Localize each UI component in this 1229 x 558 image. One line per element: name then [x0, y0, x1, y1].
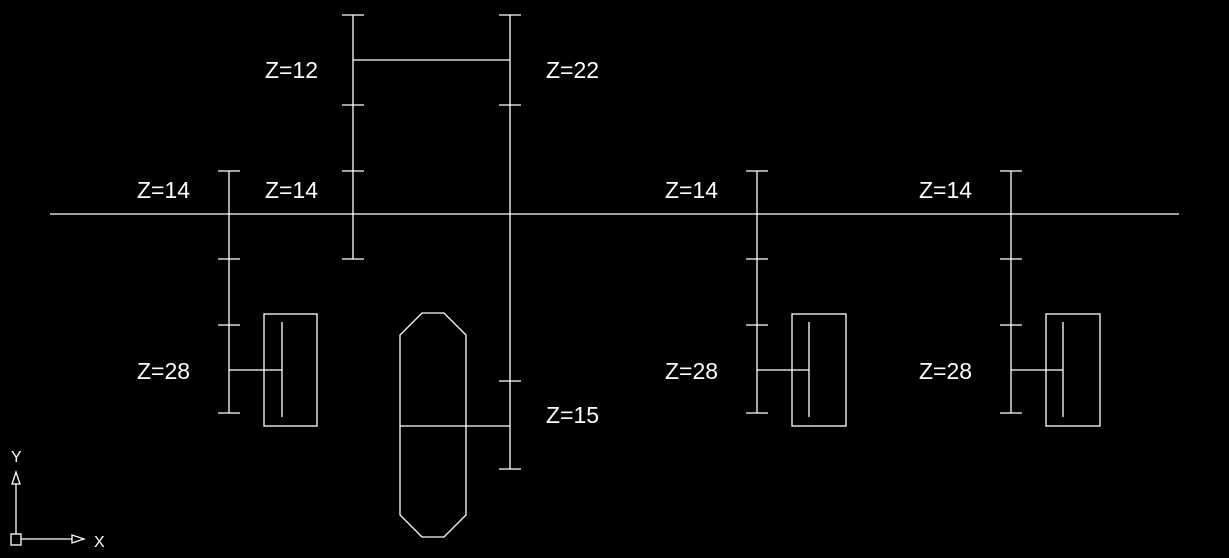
- ucs-x-label: X: [94, 534, 105, 551]
- clutch-box-left: [263, 313, 318, 427]
- label-z14-left: Z=14: [137, 177, 190, 203]
- gear-shaft-middle: [746, 170, 847, 427]
- label-z28-middle: Z=28: [665, 358, 718, 384]
- label-z14-shaft: Z=14: [265, 177, 318, 203]
- clutch-box-right: [1045, 313, 1101, 427]
- label-z28-right: Z=28: [919, 358, 972, 384]
- clutch-box-middle: [791, 313, 847, 427]
- label-z12: Z=12: [265, 57, 318, 83]
- gear-shaft-z12-z14: [342, 14, 364, 260]
- label-z22: Z=22: [546, 57, 599, 83]
- label-z14-middle: Z=14: [665, 177, 718, 203]
- label-z15: Z=15: [546, 402, 599, 428]
- ucs-y-label: Y: [11, 449, 22, 466]
- gear-shaft-right: [1000, 170, 1101, 427]
- label-z28-left: Z=28: [137, 358, 190, 384]
- gear-shaft-left: [218, 170, 318, 427]
- gear-shaft-z22-z15: [499, 14, 521, 470]
- ucs-icon: Y X: [10, 449, 105, 551]
- wheel-octagon: [399, 312, 467, 538]
- label-z14-right: Z=14: [919, 177, 972, 203]
